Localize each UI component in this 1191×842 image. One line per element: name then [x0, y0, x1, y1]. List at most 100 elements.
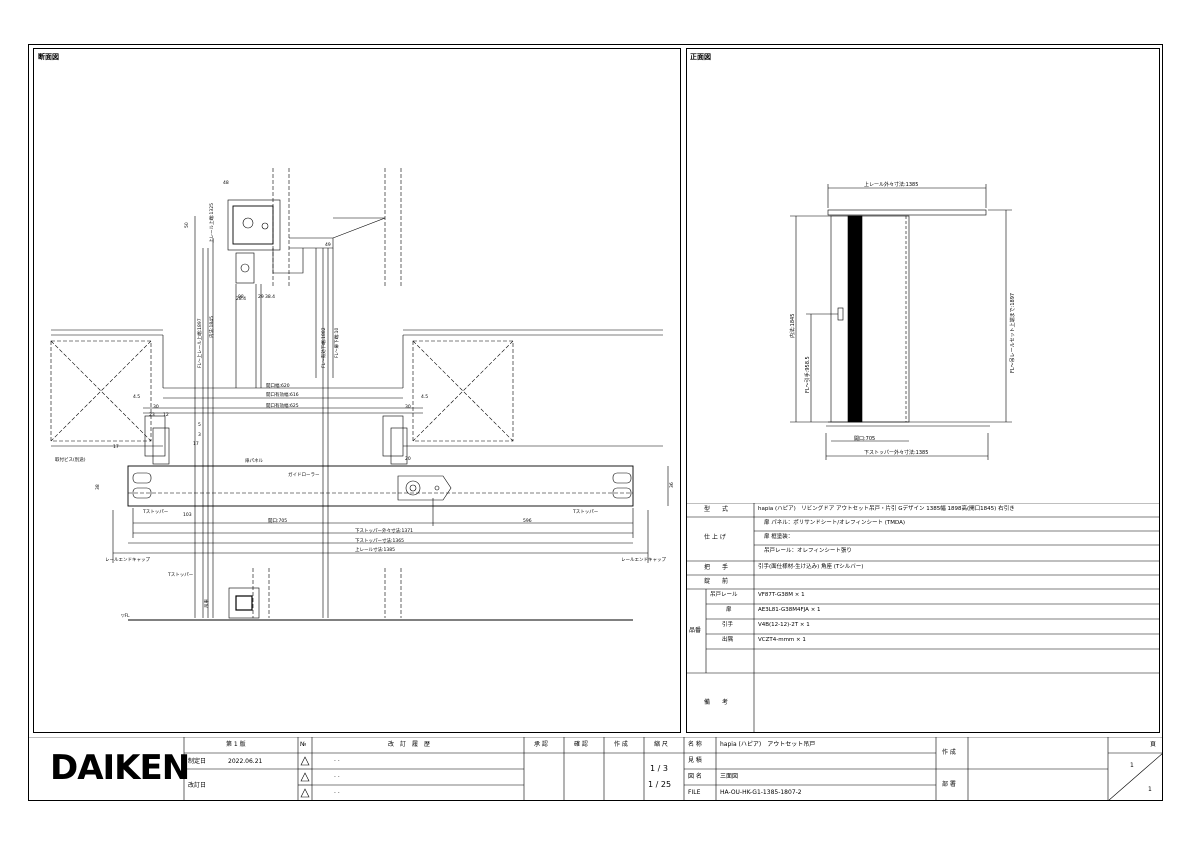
spec-finish-row-1: 扉 パネル：ポリサンドシート/オレフィンシート (TMDA): [764, 520, 906, 526]
spec-lock-label: 錠 前: [704, 578, 729, 585]
dim-rail-top: 上レール上端:1325: [208, 203, 215, 243]
approve-label: 承 認: [534, 741, 548, 748]
figure-value: 三面図: [720, 773, 739, 780]
rev-dots-1: . .: [334, 756, 340, 763]
label-stopper-bottom: Tストッパー: [167, 572, 194, 578]
spec-part-name-2: 扉: [726, 607, 732, 613]
dim-3: 3: [198, 432, 201, 438]
spec-model-label: 型 式: [704, 506, 729, 513]
dim-5: 5: [198, 422, 201, 428]
scale-label: 縮 尺: [654, 741, 668, 748]
elevation-view-panel: [686, 48, 1160, 733]
dim-29: 29: [258, 294, 264, 300]
spec-part-name-3: 引手: [722, 622, 734, 628]
edition: 第 1 版: [226, 741, 246, 748]
revised-label: 改訂日: [188, 782, 207, 789]
scale-1: 1 / 3: [650, 764, 668, 773]
spec-part-value-4: VCZT4-mmm × 1: [758, 637, 806, 643]
title-block: DAIKEN 第 1 版 № 改 訂 履 歴 制定日 2022.06.21 改訂…: [28, 737, 1163, 801]
label-hanger: 吊車: [203, 599, 210, 608]
dim-1385: 上レール寸法:1385: [355, 546, 395, 553]
note-screw: 取付ビス(別途): [55, 456, 86, 463]
dim-28-4: 28.4: [236, 296, 246, 302]
made-date: 2022.06.21: [228, 758, 263, 765]
spec-table-grid: [686, 503, 1160, 733]
author-label: 作 成: [942, 749, 956, 756]
elev-handle-height: FL～引手:958.5: [804, 356, 811, 393]
name-label: 名 称: [688, 741, 702, 748]
dim-30-left: 30: [153, 404, 159, 410]
elev-inner-height: 内法:1845: [789, 314, 796, 338]
dim-23: 23: [149, 412, 155, 418]
dim-705: 開口:705: [268, 518, 287, 524]
elev-bottom-stopper: 下ストッパー外々寸法:1385: [864, 449, 928, 456]
dim-fl-bottom: FL～扉下端:10: [333, 328, 340, 358]
dim-49: 49: [325, 242, 331, 248]
page-label: 頁: [1150, 741, 1157, 748]
spec-part-value-1: VF87T-G38M × 1: [758, 592, 805, 598]
daiken-logo: DAIKEN: [50, 748, 190, 788]
elevation-drawing: 上レール外々寸法:1385 FL～吊レールセット上端まで:1897 内法:184…: [789, 181, 1016, 460]
label-door-panel: 扉パネル: [245, 457, 263, 464]
dim-98: 98: [238, 294, 244, 300]
label-stopper-left: Tストッパー: [142, 509, 169, 515]
spec-remarks-label: 備 考: [704, 699, 729, 706]
dim-30-right: 30: [405, 404, 411, 410]
dim-20: 20: [405, 456, 411, 462]
elev-rail-length: 上レール外々寸法:1385: [864, 181, 918, 188]
dim-1371: 下ストッパー外々寸法:1371: [355, 527, 413, 534]
label-end-cap-right: レールエンドキャップ: [621, 557, 666, 563]
dim-38: 38: [95, 484, 101, 490]
elevation-view-title: 正面図: [690, 53, 711, 61]
revision-history-label: 改 訂 履 歴: [388, 741, 431, 748]
dim-width-625: 開口有効幅:625: [266, 402, 299, 409]
label-guide-roller: ガイドローラー: [288, 471, 320, 478]
spec-part-name-1: 吊戸レール: [710, 592, 738, 598]
dept-label: 部 署: [942, 781, 956, 788]
label-fl: ▽FL: [121, 613, 130, 619]
dim-48: 48: [223, 180, 229, 186]
dim-1365: 下ストッパー寸法:1365: [355, 537, 404, 544]
dim-fl-eff: FL～有効下端:1882: [320, 327, 327, 368]
dim-17b: 17: [193, 441, 199, 447]
made-label: 制定日: [188, 758, 207, 765]
rev-dots-3: . .: [334, 788, 340, 795]
spec-handle-value: 引手(面仕様材-生け込み) 角座 (Tシルバー): [758, 564, 864, 570]
dim-width-620: 開口幅:620: [266, 382, 290, 389]
dim-50: 50: [184, 222, 190, 228]
label-end-cap-left: レールエンドキャップ: [105, 557, 150, 563]
check-label: 確 認: [574, 741, 588, 748]
dim-12: 12: [163, 412, 169, 418]
dim-4-5-left: 4.5: [133, 394, 140, 400]
spec-part-name-4: 出隅: [722, 637, 734, 643]
section-drawing: 48 50 上レール上端:1325 FL～上レール上端:1897 内法:1845…: [50, 168, 675, 621]
elev-fl-rail-top: FL～吊レールセット上端まで:1897: [1009, 293, 1016, 373]
scale-2: 1 / 25: [648, 780, 672, 789]
spec-finish-row-3: 吊戸レール：オレフィンシート張り: [764, 548, 852, 554]
elev-open-width: 開口:705: [854, 436, 875, 442]
dim-17: 17: [113, 444, 119, 450]
dim-4-5-right: 4.5: [421, 394, 428, 400]
section-view-panel: [33, 48, 681, 733]
dim-38-4: 38.4: [265, 294, 275, 300]
spec-finish-label: 仕 上 げ: [704, 534, 726, 541]
file-value: HA-OU-HK-G1-1385-1807-2: [720, 789, 802, 796]
file-label: FILE: [688, 789, 701, 796]
rev-dots-2: . .: [334, 772, 340, 779]
dim-36: 36: [669, 482, 675, 488]
section-view-title: 断面図: [38, 53, 59, 61]
spec-model-value: hapia (ハピア) リビングドア アウトセット吊戸・片引 Gデザイン 138…: [758, 506, 1015, 512]
page-number: 1: [1130, 762, 1134, 769]
dim-inner-height: 内法:1845: [208, 316, 215, 338]
spec-parts-label: 品番: [689, 627, 702, 634]
draw-label: 作 成: [614, 741, 628, 748]
page-total: 1: [1148, 786, 1152, 793]
sub-label: 見 積: [688, 757, 702, 764]
spec-table: 型 式 hapia (ハピア) リビングドア アウトセット吊戸・片引 Gデザイン…: [686, 503, 1160, 733]
rev-no-label: №: [300, 741, 307, 748]
drawing-frame: [28, 44, 1163, 801]
dim-fl-rail: FL～上レール上端:1897: [196, 318, 203, 368]
spec-part-value-3: V4B(12-12)-2T × 1: [758, 622, 810, 628]
figure-label: 図 名: [688, 773, 702, 780]
spec-finish-row-2: 扉 框塗装：: [764, 534, 794, 540]
